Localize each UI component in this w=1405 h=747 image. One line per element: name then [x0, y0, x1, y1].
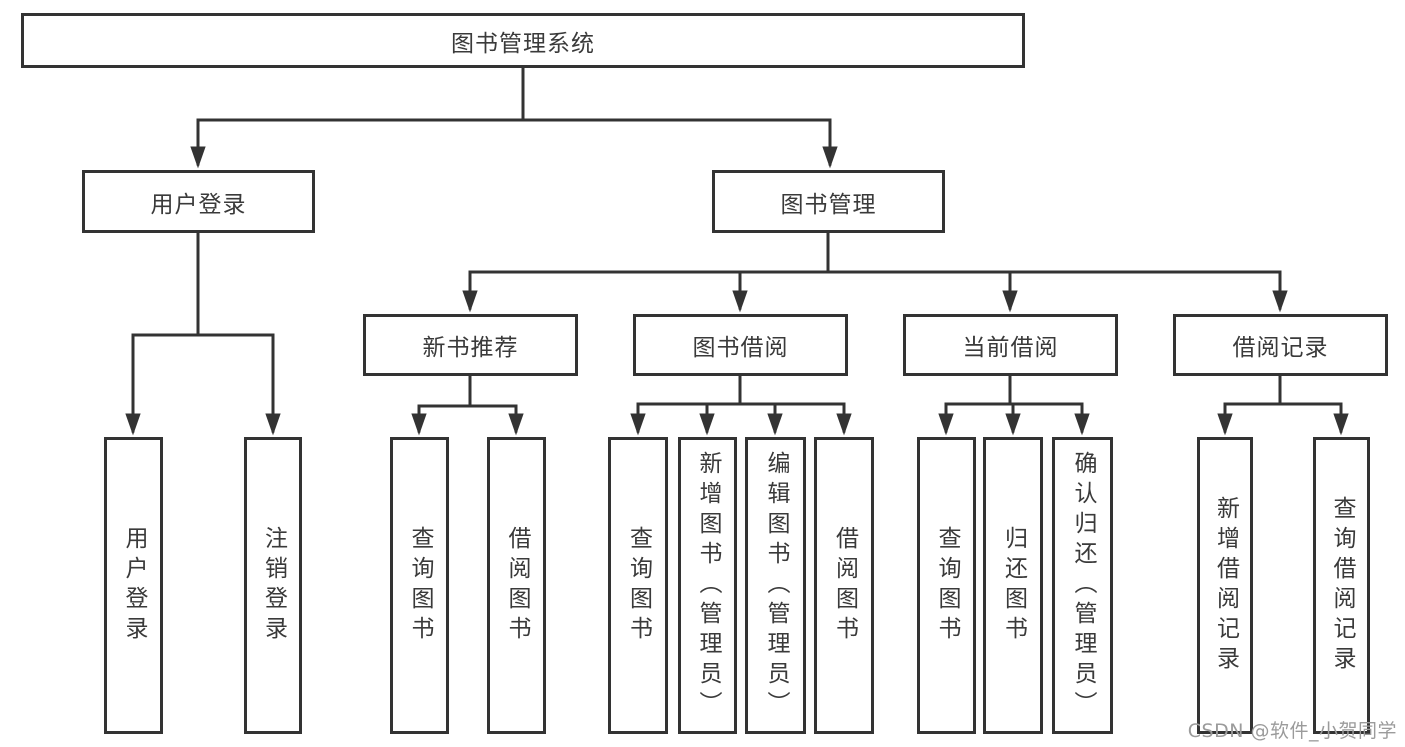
leaf-query-books-recommend-label: 查询图书	[407, 525, 433, 646]
node-book-borrow: 图书借阅	[633, 314, 848, 376]
leaf-borrow-books: 借阅图书	[814, 437, 874, 734]
node-current-borrow-label: 当前借阅	[962, 335, 1059, 361]
connector-new-book-recommend	[411, 374, 524, 436]
leaf-confirm-return-admin-label: 确认归还（管理员）	[1070, 450, 1096, 721]
node-borrow-records-label: 借阅记录	[1232, 335, 1329, 361]
connector-book-borrow	[630, 374, 852, 436]
leaf-user-login-label: 用户登录	[121, 525, 147, 646]
node-borrow-records: 借阅记录	[1173, 314, 1388, 376]
leaf-query-borrow-record: 查询借阅记录	[1313, 437, 1370, 734]
node-current-borrow: 当前借阅	[903, 314, 1118, 376]
connector-root	[190, 66, 838, 169]
leaf-borrow-books-recommend-label: 借阅图书	[504, 525, 530, 646]
leaf-logout-label: 注销登录	[260, 525, 287, 646]
leaf-borrow-books-recommend: 借阅图书	[487, 437, 546, 734]
leaf-query-books-borrow-label: 查询图书	[625, 525, 652, 646]
watermark: CSDN @软件_小贺同学	[1187, 720, 1397, 742]
leaf-logout: 注销登录	[244, 437, 302, 734]
connector-book-management	[462, 231, 1288, 313]
node-new-book-recommend: 新书推荐	[363, 314, 578, 376]
leaf-add-books-admin-label: 新增图书（管理员）	[695, 450, 721, 721]
node-user-login-label: 用户登录	[150, 191, 247, 218]
leaf-borrow-books-label: 借阅图书	[831, 525, 858, 646]
leaf-query-books-borrow: 查询图书	[608, 437, 668, 734]
leaf-return-books-label: 归还图书	[1000, 525, 1027, 646]
leaf-query-borrow-record-label: 查询借阅记录	[1329, 495, 1355, 676]
connector-user-login	[125, 231, 281, 436]
node-root: 图书管理系统	[21, 13, 1025, 68]
node-new-book-recommend-label: 新书推荐	[422, 335, 519, 361]
node-root-label: 图书管理系统	[451, 30, 595, 57]
connector-borrow-records	[1217, 374, 1349, 436]
node-book-management: 图书管理	[712, 170, 945, 233]
leaf-add-borrow-record-label: 新增借阅记录	[1212, 495, 1239, 676]
leaf-query-books-current: 查询图书	[917, 437, 976, 734]
node-user-login: 用户登录	[82, 170, 315, 233]
leaf-edit-books-admin-label: 编辑图书（管理员）	[763, 450, 789, 721]
connector-current-borrow	[938, 374, 1090, 436]
leaf-query-books-recommend: 查询图书	[390, 437, 449, 734]
leaf-edit-books-admin: 编辑图书（管理员）	[745, 437, 806, 734]
node-book-borrow-label: 图书借阅	[692, 335, 789, 361]
leaf-add-borrow-record: 新增借阅记录	[1197, 437, 1253, 734]
node-book-management-label: 图书管理	[780, 191, 877, 218]
leaf-user-login: 用户登录	[104, 437, 163, 734]
leaf-add-books-admin: 新增图书（管理员）	[678, 437, 737, 734]
leaf-confirm-return-admin: 确认归还（管理员）	[1052, 437, 1113, 734]
leaf-query-books-current-label: 查询图书	[934, 525, 960, 646]
leaf-return-books: 归还图书	[983, 437, 1043, 734]
